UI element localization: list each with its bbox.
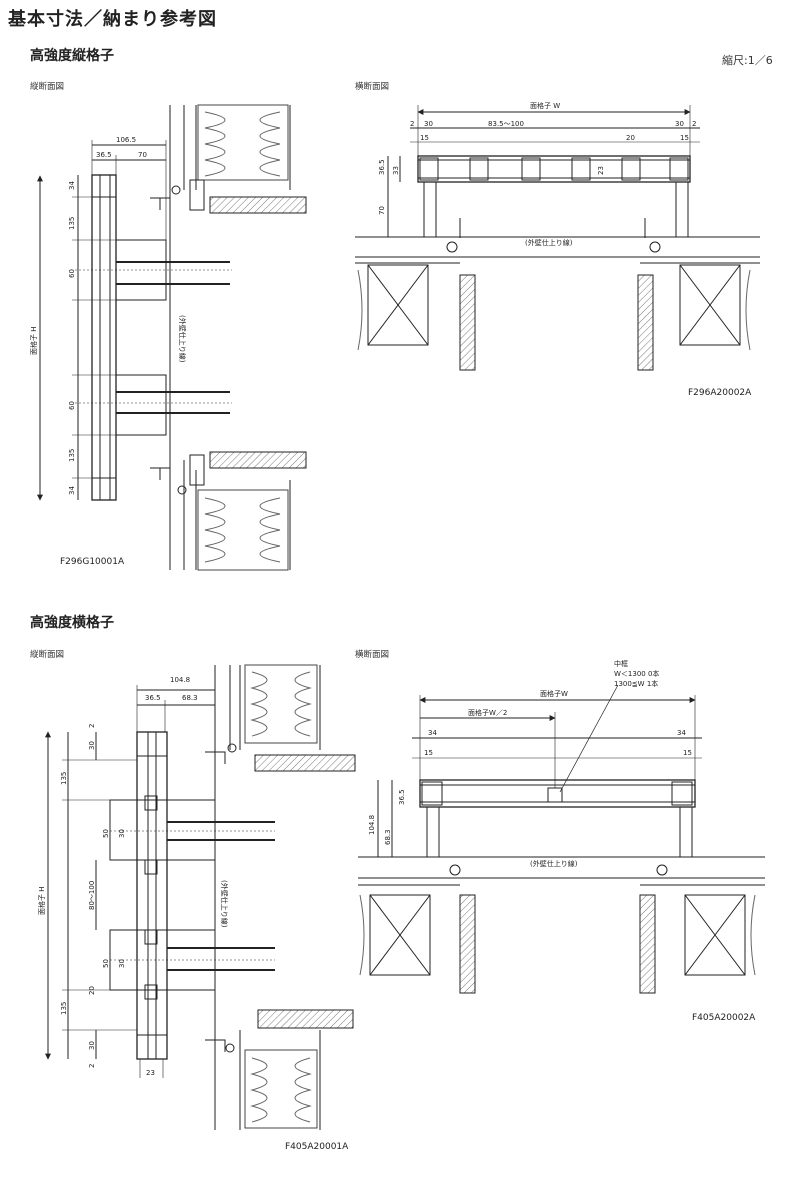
scale-label: 縮尺:1／6 (722, 54, 773, 67)
dim-label: 30 (88, 741, 96, 750)
dim-label: 30 (118, 959, 126, 968)
s2-vertical-dims: 104.8 36.5 68.3 2 30 135 50 30 80～100 面格… (37, 676, 229, 1077)
dim-label: 135 (60, 772, 68, 785)
dim-label: 15 (680, 134, 689, 142)
wall-line-label: (外壁仕上り線) (178, 315, 187, 363)
horizontal-section-label: 横断面図 (355, 82, 390, 92)
dim-label: 2 (88, 724, 96, 728)
dim-label: 80～100 (88, 881, 96, 910)
dim-label: 面格子W／2 (468, 708, 507, 717)
dim-label: 104.8 (368, 815, 376, 835)
dim-label: 20 (88, 986, 96, 995)
wall-line-label: (外壁仕上り線) (525, 238, 573, 247)
dim-label: 50 (102, 959, 110, 968)
drawing-code: F296A20002A (688, 388, 752, 398)
dim-label: 34 (677, 729, 686, 737)
s1-vertical-section (37, 104, 307, 571)
dim-label: 70 (138, 151, 147, 159)
dim-label: 70 (378, 206, 386, 215)
dim-label: 面格子 W (530, 101, 560, 110)
drawing-code: F296G10001A (60, 557, 125, 567)
dim-label: 33 (392, 166, 400, 175)
dim-label: 23 (146, 1069, 155, 1077)
s2-vertical-section (45, 664, 356, 1130)
dim-label: 104.8 (170, 676, 190, 684)
annotation-label: 中框 (614, 659, 628, 668)
vertical-section-label: 縦断面図 (30, 650, 65, 660)
page-title: 基本寸法／納まり参考図 (8, 9, 217, 30)
dim-label: 68.3 (182, 694, 198, 702)
dim-label: 36.5 (398, 789, 406, 805)
dim-label: 135 (60, 1002, 68, 1015)
dim-label: 15 (683, 749, 692, 757)
dim-label: 135 (68, 217, 76, 230)
dim-label: 30 (424, 120, 433, 128)
dim-label: 20 (626, 134, 635, 142)
annotation-label: W＜1300 0本 (614, 669, 659, 678)
dim-label: 83.5～100 (488, 120, 524, 128)
dim-label: 36.5 (96, 151, 112, 159)
dim-label: 60 (68, 401, 76, 410)
dim-label: 68.3 (384, 829, 392, 845)
dim-label: 34 (68, 181, 76, 190)
vertical-section-label: 縦断面図 (30, 82, 65, 92)
dim-label: 36.5 (378, 159, 386, 175)
dim-label: 34 (428, 729, 437, 737)
annotation-label: 1300≦W 1本 (614, 679, 658, 688)
drawing-code: F405A20001A (285, 1142, 349, 1152)
dim-label: 135 (68, 449, 76, 462)
s2-horizontal-dims: 中框 W＜1300 0本 1300≦W 1本 面格子W 面格子W／2 34 34… (368, 659, 692, 868)
wall-line-label: (外壁仕上り線) (220, 880, 229, 928)
dim-label: 30 (675, 120, 684, 128)
section-title-horizontal-lattice: 高強度横格子 (30, 615, 114, 631)
dim-label: 23 (597, 166, 605, 175)
horizontal-section-label: 横断面図 (355, 650, 390, 660)
dim-label: 30 (118, 829, 126, 838)
dim-label: 面格子 H (37, 887, 46, 916)
s1-horizontal-section (355, 105, 760, 371)
section-title-vertical-lattice: 高強度縦格子 (30, 48, 114, 64)
dim-label: 30 (88, 1041, 96, 1050)
dim-label: 2 (88, 1064, 96, 1068)
dim-label: 2 (692, 120, 696, 128)
s1-horizontal-dims: 面格子 W 2 30 83.5～100 30 2 15 20 15 36.5 3… (378, 101, 696, 247)
dim-label: 15 (424, 749, 433, 757)
dim-label: 36.5 (145, 694, 161, 702)
s2-horizontal-section (358, 684, 765, 994)
dim-label: 15 (420, 134, 429, 142)
dim-label: 2 (410, 120, 414, 128)
dim-label: 60 (68, 269, 76, 278)
dim-label: 面格子W (540, 689, 568, 698)
dim-label: 34 (68, 486, 76, 495)
dim-label: 面格子 H (29, 327, 38, 356)
dim-label: 50 (102, 829, 110, 838)
wall-line-label: (外壁仕上り線) (530, 859, 578, 868)
dim-label: 106.5 (116, 136, 136, 144)
s1-vertical-dims: 106.5 36.5 70 34 135 60 面格子 H 60 135 34 … (29, 136, 187, 495)
drawing-code: F405A20002A (692, 1013, 756, 1023)
